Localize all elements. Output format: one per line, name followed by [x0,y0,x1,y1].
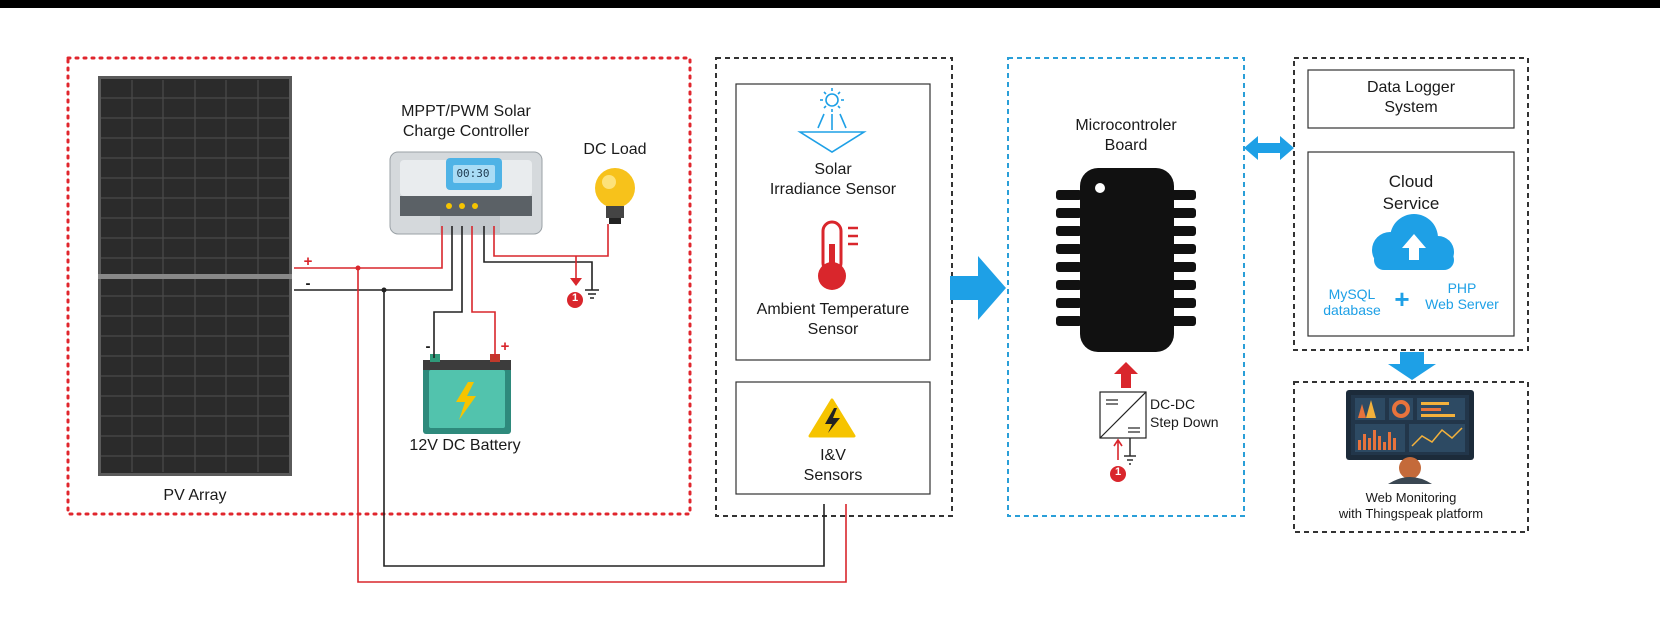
power-up-arrow-icon [1114,362,1138,388]
battery-minus-sign: - [425,338,431,355]
load-arrow-icon [570,278,582,286]
mysql-label-line1: MySQL [1328,286,1376,302]
php-label-line1: PHP [1447,280,1477,296]
dcdc-input-arrow [1113,438,1123,460]
controller-label-line1: MPPT/PWM Solar [401,103,531,120]
marker-text-mcu: 1 [1114,466,1122,478]
battery-label: 12V DC Battery [409,437,521,454]
irradiance-sensor-icon [797,88,867,153]
junction-black [381,287,387,293]
data-logger-box [1307,69,1515,129]
pv-section-border [66,56,692,516]
marker-circle-mcu [1110,466,1126,482]
dcdc-label-line1: DC-DC [1150,396,1196,412]
voltage-warning-icon [808,398,856,438]
cloud-label-line1: Cloud [1388,172,1434,191]
ground-icon-pv [585,289,599,299]
ground-icon-mcu [1124,455,1136,465]
mcu-title-line1: Microcontroler [1075,117,1177,134]
logger-label-line1: Data Logger [1366,79,1456,96]
wire-sensor-red [357,268,847,583]
light-bulb-icon [595,168,635,224]
marker-circle-pv [567,292,583,308]
controller-display: 00:30 [456,167,490,180]
battery-plus-sign: + [500,338,510,355]
down-arrow-icon [1388,352,1436,380]
wire-load-negative [483,226,593,290]
pv-minus-sign: - [305,275,311,292]
iv-label-line1: I&V [820,447,846,464]
bidirectional-arrow-icon [1244,136,1294,160]
irradiance-label-line1: Solar [814,161,852,178]
wire-battery-positive [471,226,496,358]
charge-controller-icon [389,151,543,235]
temperature-label-line1: Ambient Temperature [756,301,910,318]
junction-red [355,265,361,271]
dcdc-label-line2: Step Down [1150,414,1219,430]
mysql-label-line2: database [1323,302,1381,318]
temperature-label-line2: Sensor [807,321,859,338]
top-border-bar [0,0,1660,8]
web-monitoring-line2: with Thingspeak platform [1338,506,1484,521]
cloud-upload-icon [1372,214,1454,270]
microcontroller-chip-icon [1056,168,1196,352]
battery-icon [423,354,511,434]
dc-load-label: DC Load [583,141,647,158]
dcdc-converter-icon [1099,391,1147,439]
mcu-section-border [1007,57,1245,517]
data-flow-arrow-icon [950,256,1006,320]
thermometer-icon [818,220,858,290]
logger-label-line2: System [1384,99,1438,116]
mcu-title-line2: Board [1104,137,1148,154]
plus-sign: + [1394,284,1410,314]
wire-load-positive [493,224,609,257]
wire-battery-negative [433,226,463,358]
web-monitoring-line1: Web Monitoring [1365,490,1457,505]
wire-pv-negative [294,226,453,291]
solar-panel-icon [98,76,292,476]
sensor-section-border [715,57,953,517]
pv-array-label: PV Array [163,487,227,504]
web-section-border [1293,381,1529,533]
controller-label-line2: Charge Controller [402,123,530,140]
marker-text-pv: 1 [571,292,579,304]
wire-pv-positive [294,226,443,269]
irradiance-label-line2: Irradiance Sensor [769,181,897,198]
iv-label-line2: Sensors [803,467,863,484]
wire-sensor-black [383,290,825,567]
cloud-label-line2: Service [1382,194,1440,213]
php-label-line2: Web Server [1425,296,1499,312]
pv-plus-sign: + [303,253,313,270]
web-monitoring-icon [1346,390,1474,484]
cloud-section-border [1293,57,1529,351]
